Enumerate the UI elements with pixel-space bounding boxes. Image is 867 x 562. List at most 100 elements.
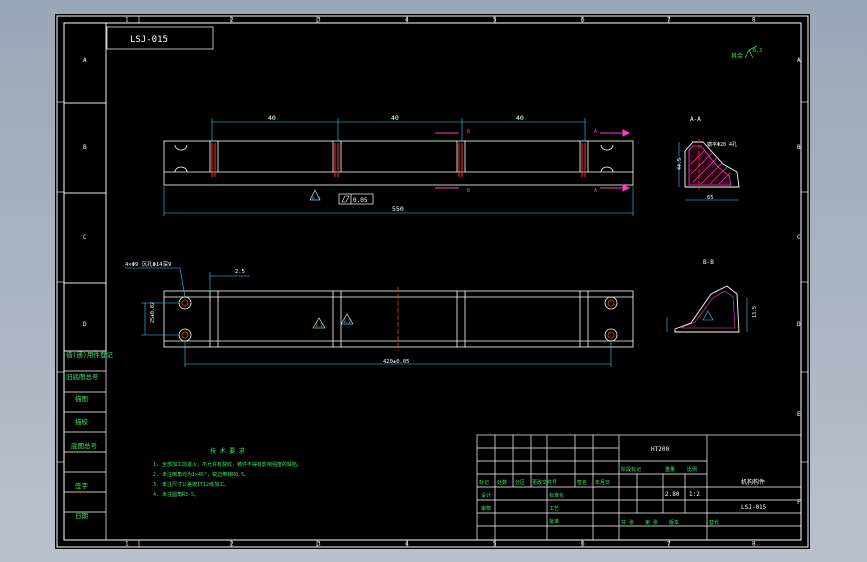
- finish-mark-top: 3.2: [315, 323, 323, 329]
- edge-col-4-bottom: 4: [405, 541, 409, 548]
- left-strip-date: 日期: [75, 512, 89, 520]
- tb-weight: 2.80: [665, 491, 680, 498]
- top-view: [163, 290, 634, 348]
- tb-header-mark: 标记: [479, 479, 489, 486]
- section-cut-note: 锪平Φ20 4孔: [707, 141, 737, 148]
- dim-row-gap: 25±0.02: [150, 302, 156, 323]
- tech-note-3: 3. 未注尺寸公差按IT12级加工。: [153, 481, 229, 488]
- tb-header-date: 年月日: [595, 479, 610, 486]
- front-view-slots: [211, 143, 586, 177]
- outer-border: [56, 15, 809, 548]
- finish-mark-front-icon: [309, 189, 321, 201]
- edge-col-4: 4: [405, 17, 409, 24]
- dim-pitch-2: 40: [391, 114, 399, 122]
- tb-header-zone: 分区: [515, 479, 525, 486]
- top-view-holes: [178, 296, 618, 342]
- edge-row-c: C: [83, 234, 87, 241]
- edge-row-b-right: B: [797, 144, 801, 151]
- edge-col-6: 6: [581, 17, 585, 24]
- front-view: [163, 140, 634, 186]
- tb-stage: 阶段标记: [621, 466, 641, 473]
- section-arrows: [435, 129, 631, 192]
- section-bb: [674, 285, 740, 333]
- left-strip-old-no: 旧底图总号: [66, 372, 99, 381]
- edge-col-1-bottom: 1: [125, 541, 129, 548]
- dim-pitch-1: 40: [268, 114, 276, 122]
- edge-col-5: 5: [493, 17, 497, 24]
- flatness-icon: [341, 195, 350, 203]
- left-strip-base-no: 底图总号: [71, 441, 98, 450]
- edge-col-6-bottom: 6: [581, 541, 585, 548]
- tb-std: 标准化: [549, 492, 564, 499]
- finish-mark-front: 6.3: [312, 196, 320, 202]
- finish-mark-top2-icon: [340, 313, 354, 325]
- part-code-box: [106, 26, 214, 50]
- edge-col-3: 3: [317, 17, 321, 24]
- edge-row-b: B: [83, 144, 87, 151]
- part-code-text: LSJ-015: [130, 35, 168, 45]
- tech-note-2: 2. 未注倒角均为1×45°，锐边倒钝R0.5。: [153, 471, 249, 478]
- tb-sheet-no: 第 张: [645, 519, 658, 526]
- dim-hole-span: 420±0.05: [383, 359, 410, 365]
- edge-col-3-bottom: 3: [317, 541, 321, 548]
- edge-row-c-right: C: [797, 234, 801, 241]
- dim-hole-callout: 4×Φ9 沉孔Φ14深9: [125, 260, 171, 268]
- tb-scale-label: 比例: [687, 466, 697, 473]
- edge-col-2-bottom: 2: [230, 541, 234, 548]
- edge-col-8-bottom: 8: [752, 541, 756, 548]
- tb-header-change: 更改文件号: [532, 479, 557, 486]
- edge-col-8: 8: [752, 17, 756, 24]
- tb-scale: 1:2: [689, 491, 700, 498]
- cut-label-a-top: A: [594, 129, 597, 135]
- edge-row-d: D: [83, 321, 87, 328]
- tb-designer: 设计: [481, 492, 491, 499]
- edge-ticks: [57, 16, 808, 547]
- edge-col-1: 1: [125, 17, 129, 24]
- left-strip-trace: 描图: [75, 394, 88, 403]
- edge-col-7-bottom: 7: [667, 541, 671, 548]
- drawing-sheet: 1 2 3 4 5 6 7 8 1 2 3 4 5 6 7 8 A B C D …: [55, 14, 810, 549]
- edge-col-5-bottom: 5: [493, 541, 497, 548]
- left-strip: [63, 22, 107, 540]
- dim-section-height: 44.5: [677, 158, 683, 170]
- dim-overall: 550: [392, 205, 404, 213]
- tech-notes-title: 技 术 要 求: [210, 447, 245, 455]
- tech-note-1: 1. 全部加工前退火，不允许有裂纹，铸件不得有影响强度的缺陷。: [153, 461, 302, 468]
- cut-label-a-bottom: A: [594, 188, 597, 194]
- drawing-canvas: 1 2 3 4 5 6 7 8 1 2 3 4 5 6 7 8 A B C D …: [56, 15, 809, 548]
- tb-sheets-total: 共 张: [621, 519, 634, 526]
- left-strip-trace-check: 描校: [75, 417, 89, 426]
- tb-header-count: 处数: [497, 479, 507, 486]
- title-block-grid: [476, 434, 802, 541]
- tb-material: HT200: [651, 446, 669, 453]
- edge-col-7: 7: [667, 17, 671, 24]
- dim-section-height-2: 13.5: [752, 306, 758, 318]
- cut-label-b-bottom: B: [467, 188, 470, 194]
- tb-version: 版本: [669, 519, 679, 526]
- finish-mark-top2: 3.2: [343, 319, 351, 325]
- edge-row-a: A: [83, 57, 87, 64]
- dim-pitch-3: 40: [516, 114, 524, 122]
- section-bb-dims: [666, 298, 748, 332]
- roughness-note: 其余: [731, 52, 743, 60]
- edge-col-2: 2: [230, 17, 234, 24]
- edge-row-a-right: A: [797, 57, 801, 64]
- edge-row-d-right: D: [797, 321, 801, 328]
- section-aa-dims: [678, 142, 739, 201]
- left-strip-sign: 签字: [75, 481, 89, 490]
- flatness-value: 0.05: [353, 197, 368, 204]
- tb-part-name: 机构构件: [741, 478, 765, 486]
- section-aa: [684, 139, 740, 190]
- section-bb-title: B-B: [703, 259, 714, 266]
- flatness-frame: [338, 193, 374, 205]
- tb-weight-label: 重量: [665, 466, 675, 473]
- finish-mark-top-icon: [312, 317, 326, 329]
- tb-header-sign: 签名: [577, 479, 587, 486]
- roughness-value: 6.3: [753, 48, 762, 54]
- tb-approve: 批准: [549, 518, 559, 525]
- roughness-symbol-icon: [744, 45, 758, 59]
- left-strip-reg: 借(通)用件登记: [66, 350, 113, 359]
- dim-section-width: 65: [707, 195, 714, 201]
- dim-side-offset: 2.5: [235, 269, 245, 275]
